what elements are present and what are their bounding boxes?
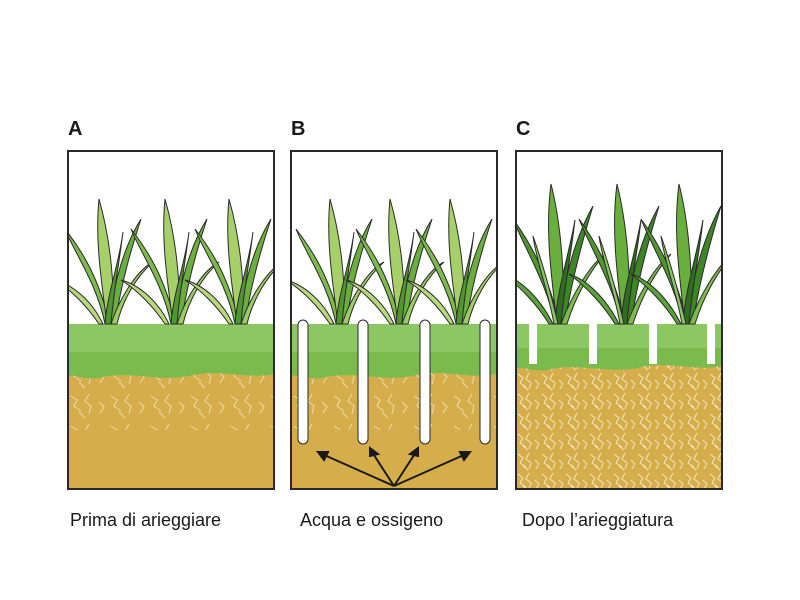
panel-c-caption: Dopo l’arieggiatura [522, 510, 674, 530]
aeration-hole-icon [479, 319, 491, 445]
aeration-hole-icon [297, 319, 309, 445]
aeration-hole-icon [419, 319, 431, 445]
panel-a-letter: A [68, 118, 83, 140]
grass-clump-icon [292, 198, 385, 325]
panel-c-letter: C [516, 118, 531, 140]
arrows-up-icon [316, 446, 472, 487]
grass-clump-icon [184, 198, 273, 325]
grass-clump-icon [69, 198, 154, 325]
panel-b-water-oxygen [290, 150, 498, 490]
grass-clump-icon [120, 198, 220, 325]
grass-clump-icon [345, 198, 445, 325]
grass-clump-icon [517, 183, 606, 325]
panel-a-before-aeration [67, 150, 275, 490]
grass-clump-icon [568, 183, 672, 325]
panel-c-after-aeration [515, 150, 723, 490]
panel-b-letter: B [291, 118, 306, 140]
panel-a-caption: Prima di arieggiare [70, 510, 222, 530]
panel-b-caption: Acqua e ossigeno [300, 510, 444, 530]
aeration-hole-icon [357, 319, 369, 445]
